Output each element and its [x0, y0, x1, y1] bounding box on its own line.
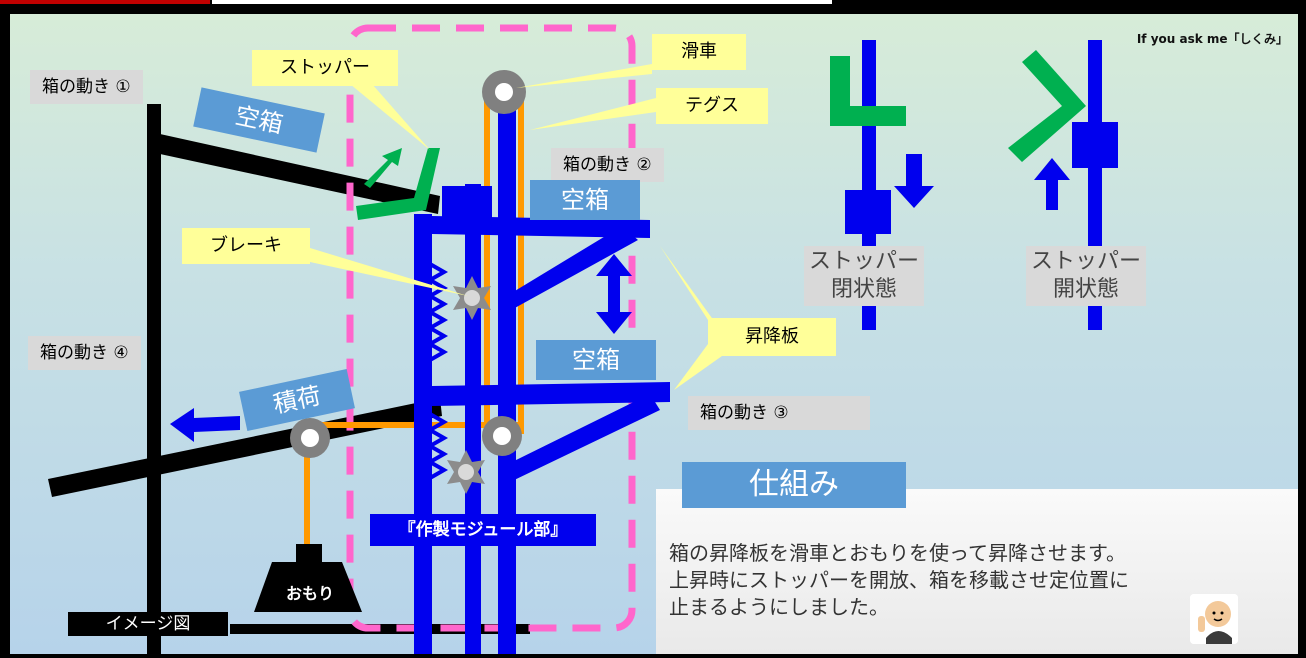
credit-text: If you ask me「しくみ」 [1136, 32, 1288, 46]
author-avatar-illustration [1190, 594, 1238, 644]
updown-arrow-icon [596, 254, 632, 334]
closed-state-block [845, 190, 891, 234]
brake-rack-teeth-lower [425, 410, 449, 482]
tegusu-string-left [484, 94, 490, 434]
weight-body [254, 562, 362, 612]
stopper-open-line2: 開状態 [1052, 277, 1119, 302]
pulley-weight-hub [301, 429, 319, 447]
box-move-3-label: 箱の動き ③ [688, 396, 870, 430]
pulley-top-hub [495, 83, 513, 101]
upper-lift-plate [432, 216, 650, 238]
top-bar-red-accent [0, 0, 210, 4]
closed-state-down-arrow-icon [894, 154, 934, 208]
lift-plate-callout-pointer-1 [660, 246, 722, 332]
closed-state-stopper [830, 56, 906, 126]
brake-rack-teeth-upper [425, 260, 449, 364]
weight-top-block [296, 544, 322, 564]
box-move-2-label: 箱の動き ② [551, 148, 664, 182]
stopper-closed-line2: 閉状態 [830, 277, 897, 302]
stopper-callout: ストッパー [252, 50, 398, 86]
top-bar-white-accent [212, 0, 832, 4]
pulley-callout-pointer [516, 64, 652, 88]
description-line-1: 箱の昇降板を滑車とおもりを使って昇降させます。 [669, 541, 1126, 565]
box-move-4-label: 箱の動き ④ [28, 336, 141, 370]
open-state-up-arrow-icon [1034, 158, 1070, 210]
frame-post-2 [465, 184, 481, 654]
description-title: 仕組み [682, 462, 906, 508]
rack-post [147, 104, 161, 654]
stopper-arm [356, 148, 440, 220]
pulley-bottom-hub [493, 427, 511, 445]
open-state-stopper [1008, 50, 1086, 162]
weight-label: おもり [286, 584, 335, 603]
brake-callout-pointer [310, 248, 468, 296]
brake-gear-lower-icon [447, 450, 485, 494]
image-diagram-label: イメージ図 [68, 612, 228, 636]
empty-box-2: 空箱 [530, 180, 640, 220]
module-label: 『作製モジュール部』 [370, 514, 596, 546]
box-move-1-label: 箱の動き ① [30, 70, 143, 104]
stopper-callout-pointer [350, 84, 430, 150]
stopper-closed-line1: ストッパー [808, 249, 919, 274]
upper-lift-brace [500, 226, 638, 314]
tegusu-callout: テグス [656, 88, 768, 124]
stopper-rotate-arrow-icon [364, 148, 402, 188]
description-line-3: 止まるようにしました。 [669, 595, 889, 619]
lower-lift-plate [432, 382, 670, 406]
brake-callout: ブレーキ [182, 228, 310, 264]
author-avatar [1190, 594, 1238, 644]
top-bar [0, 0, 1306, 14]
module-dashed-outline [346, 24, 636, 632]
description-text: 箱の昇降板を滑車とおもりを使って昇降させます。 上昇時にストッパーを開放、箱を移… [669, 540, 1229, 621]
pulley-callout: 滑車 [652, 34, 746, 70]
upper-slope [160, 134, 440, 214]
tegusu-string-right [518, 94, 524, 434]
weight-string-vertical [304, 424, 310, 554]
frame-post-3 [498, 94, 516, 654]
lower-lift-brace [500, 394, 660, 484]
stopper-closed-label: ストッパー 閉状態 [804, 246, 924, 306]
lift-plate-callout: 昇降板 [708, 318, 836, 356]
stopper-open-line1: ストッパー [1030, 249, 1141, 274]
brake-gear-upper-icon [453, 276, 491, 320]
tegusu-callout-pointer [530, 98, 656, 130]
left-arrow-icon [170, 408, 240, 442]
empty-box-3: 空箱 [536, 340, 656, 380]
description-line-2: 上昇時にストッパーを開放、箱を移載させ定位置に [669, 568, 1129, 592]
diagram-slide: If you ask me「しくみ」 箱の動き ① 箱の動き ② 箱の動き ③ … [10, 14, 1298, 654]
open-state-block [1072, 122, 1118, 168]
stopper-open-label: ストッパー 開状態 [1026, 246, 1146, 306]
